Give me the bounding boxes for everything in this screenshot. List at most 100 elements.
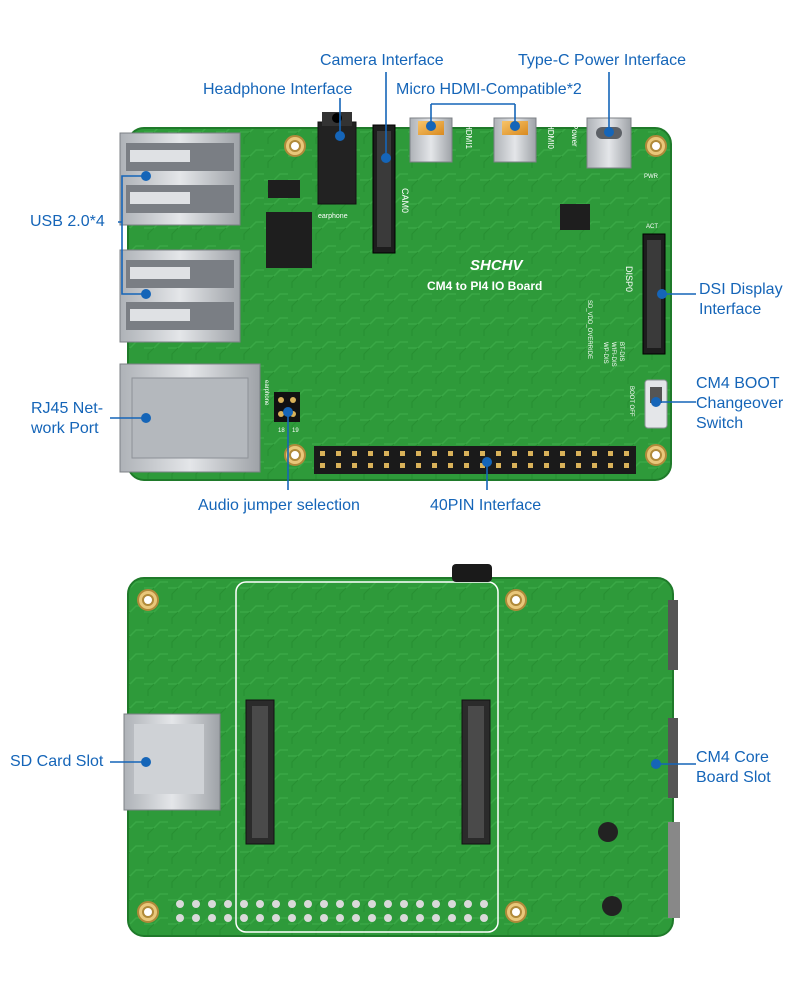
- bottom-pad: [256, 900, 264, 908]
- bottom-pad: [464, 914, 472, 922]
- label-40pin: 40PIN Interface: [430, 497, 542, 514]
- bottom-pad: [432, 914, 440, 922]
- camera-connector: [372, 124, 396, 254]
- gpio-pin: [352, 463, 357, 468]
- bottom-pad: [192, 914, 200, 922]
- gpio-pin: [608, 451, 613, 456]
- bottom-pad: [224, 900, 232, 908]
- gpio-pin: [336, 463, 341, 468]
- label-core-line1: CM4 Core: [696, 749, 769, 766]
- bottom-pad: [416, 914, 424, 922]
- power-silkscreen: Power: [570, 124, 579, 147]
- label-usb: USB 2.0*4: [30, 213, 105, 230]
- act-silkscreen: ACT: [646, 224, 658, 230]
- bottom-pad: [480, 900, 488, 908]
- label-micro-hdmi: Micro HDMI-Compatible*2: [396, 81, 582, 98]
- wp-silkscreen: WP-DIS: [602, 342, 608, 364]
- gpio-pin: [416, 463, 421, 468]
- bottom-pad: [464, 900, 472, 908]
- sd-card-slot: [123, 713, 221, 811]
- gpio-pin: [512, 463, 517, 468]
- bottom-pad: [208, 900, 216, 908]
- gpio-pin: [592, 451, 597, 456]
- gpio-pin: [464, 451, 469, 456]
- cm4-connector-right: [461, 699, 491, 845]
- hdmi1-silkscreen: HDMI1: [464, 124, 473, 149]
- gpio-pin: [400, 463, 405, 468]
- bottom-pad: [240, 900, 248, 908]
- bottom-pad: [368, 914, 376, 922]
- bt-silkscreen: BT-DIS: [618, 342, 624, 361]
- bottom-pad: [384, 914, 392, 922]
- side-connector-1: [668, 600, 678, 670]
- bottom-pad: [320, 914, 328, 922]
- cm4-connector-left: [245, 699, 275, 845]
- bottom-pad: [448, 900, 456, 908]
- cam-silkscreen: CAM0: [400, 188, 410, 213]
- gpio-pin: [480, 463, 485, 468]
- gpio-pin: [432, 451, 437, 456]
- pin18-silkscreen: 18: [278, 428, 285, 434]
- bottom-pad: [304, 914, 312, 922]
- bottom-pad: [384, 900, 392, 908]
- label-boot-line1: CM4 BOOT: [696, 375, 780, 392]
- label-dsi-line1: DSI Display: [699, 281, 783, 298]
- label-cm4-boot: CM4 BOOT Changeover Switch: [696, 374, 796, 434]
- dsi-connector: [642, 233, 666, 355]
- gpio-pin: [480, 451, 485, 456]
- gpio-pin: [336, 451, 341, 456]
- gpio-pin: [384, 463, 389, 468]
- label-core-line2: Board Slot: [696, 769, 771, 786]
- pin19-silkscreen: 19: [292, 428, 299, 434]
- bottom-pad: [272, 914, 280, 922]
- wifi-silkscreen: WIFI-DIS: [610, 342, 616, 367]
- boot-silkscreen: BOOT OFF: [628, 386, 634, 417]
- bottom-pad: [400, 900, 408, 908]
- bottom-pad: [352, 914, 360, 922]
- bottom-mounting-holes: [137, 589, 527, 923]
- label-boot-line3: Switch: [696, 415, 744, 432]
- label-dsi-display: DSI Display Interface: [699, 280, 794, 320]
- jumper-silkscreen: earphone: [263, 380, 269, 406]
- gpio-pin: [432, 463, 437, 468]
- gpio-pin: [400, 451, 405, 456]
- gpio-pin: [464, 463, 469, 468]
- callout-lines: [110, 72, 696, 765]
- gpio-pin: [592, 463, 597, 468]
- label-boot-line2: Changeover: [696, 395, 784, 412]
- gpio-pin: [448, 463, 453, 468]
- gpio-header: [314, 446, 636, 474]
- gpio-pin: [528, 463, 533, 468]
- headphone-jack: [317, 112, 357, 205]
- gpio-pin: [320, 451, 325, 456]
- regulator-chip: [560, 204, 590, 230]
- label-headphone-interface: Headphone Interface: [203, 81, 353, 98]
- side-connector-2: [668, 718, 678, 798]
- sd-override-silkscreen: SD_VDD_OVERRIDE: [586, 300, 592, 359]
- gpio-pin: [416, 451, 421, 456]
- gpio-pin: [624, 463, 629, 468]
- gpio-pin: [576, 463, 581, 468]
- side-connector-3: [668, 822, 680, 918]
- bottom-pad: [256, 914, 264, 922]
- bottom-pad: [192, 900, 200, 908]
- audio-jumper: [274, 392, 300, 422]
- bottom-pad: [304, 900, 312, 908]
- mounting-holes: [284, 135, 667, 466]
- bottom-pad: [224, 914, 232, 922]
- hdmi0-silkscreen: HDMI0: [546, 124, 555, 149]
- label-dsi-line2: Interface: [699, 301, 762, 318]
- label-audio-jumper: Audio jumper selection: [198, 497, 360, 514]
- bottom-chip-2: [602, 896, 622, 916]
- gpio-pin: [368, 463, 373, 468]
- label-rj45-line1: RJ45 Net-: [31, 400, 104, 417]
- gpio-pin: [608, 463, 613, 468]
- label-cm4-core: CM4 Core Board Slot: [696, 748, 791, 788]
- earphone-silkscreen: earphone: [318, 213, 348, 220]
- gpio-pin: [368, 451, 373, 456]
- small-chip: [268, 180, 300, 198]
- gpio-pin: [544, 451, 549, 456]
- bottom-pad: [336, 914, 344, 922]
- gpio-pin: [528, 451, 533, 456]
